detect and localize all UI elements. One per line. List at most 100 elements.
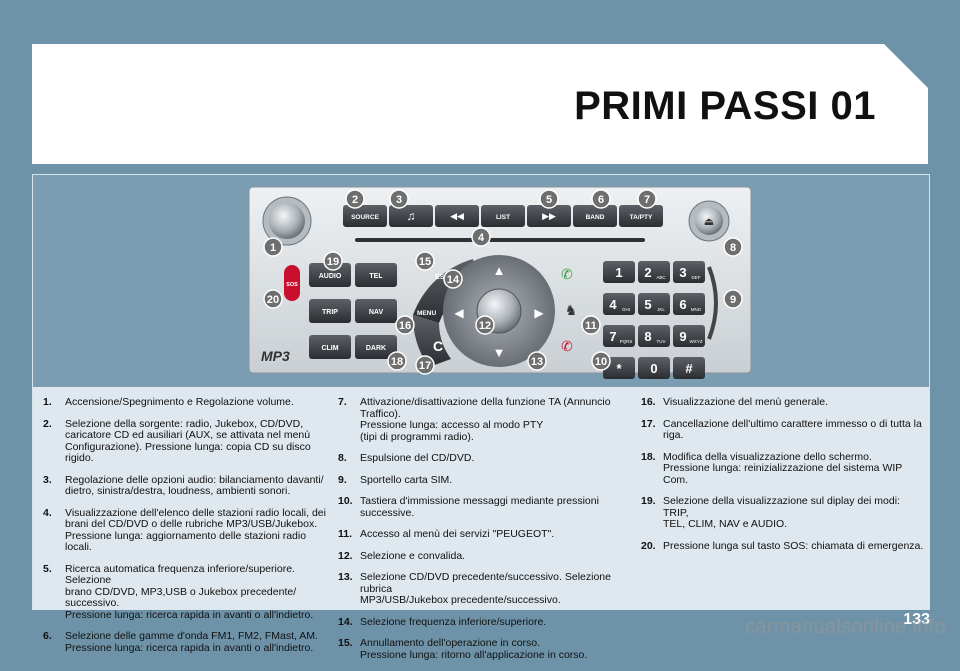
legend-item: 13.Selezione CD/DVD precedente/successiv…: [338, 571, 628, 607]
tel-label: TEL: [369, 273, 383, 280]
callout-number: 17: [419, 360, 431, 372]
keypad-key[interactable]: [638, 261, 670, 283]
callout-marker: [345, 189, 365, 209]
menu-label: MENU: [417, 310, 436, 317]
legend-item-text: Ricerca automatica frequenza inferiore/s…: [65, 562, 314, 621]
legend-item-number: 3.: [43, 473, 52, 486]
legend-item: 5.Ricerca automatica frequenza inferiore…: [43, 562, 328, 622]
callout-marker: [389, 189, 409, 209]
dark-mode-button: [355, 335, 397, 359]
legend-item: 1. Accensione/Spegnimento e Regolazione v…: [43, 396, 328, 409]
cd-slot: [355, 238, 645, 242]
callout-marker: [443, 269, 463, 289]
call-hangup-icon: ✆: [561, 338, 573, 354]
legend-item: 7.Attivazione/disattivazione della funzi…: [338, 396, 628, 443]
legend-item-text: Selezione delle gamme d'onda FM1, FM2, F…: [65, 630, 318, 654]
band-button: [573, 205, 617, 227]
down-arrow-icon: ▼: [493, 345, 506, 360]
dark-label: DARK: [366, 345, 386, 352]
legend-item: 8.Espulsione del CD/DVD.: [338, 452, 628, 465]
legend-item-text: Pressione lunga sul tasto SOS: chiamata …: [663, 539, 924, 552]
keypad-key[interactable]: [673, 261, 705, 283]
legend-item-number: 13.: [338, 571, 353, 583]
legend-item-number: 17.: [641, 417, 656, 430]
nav-label: NAV: [369, 309, 384, 316]
callout-marker: [591, 189, 611, 209]
legend-item-number: 10.: [338, 495, 353, 507]
legend-item: 15.Annullamento dell'operazione in corso…: [338, 637, 628, 661]
legend-item: 9.Sportello carta SIM.: [338, 474, 628, 487]
legend-item-text: Tastiera d'immissione messaggi mediante …: [360, 495, 599, 519]
keypad-digit: 0: [650, 361, 657, 376]
callout-marker: [591, 351, 611, 371]
legend-item: 17. Cancellazione dell'ultimo carattere i…: [641, 417, 926, 442]
legend-column-3: 16.Visualizzazione del menù generale. 17.…: [641, 396, 926, 562]
audio-settings-button: [389, 205, 433, 227]
keypad-digit: *: [616, 361, 622, 376]
legend-item-text: Espulsione del CD/DVD.: [360, 452, 475, 464]
keypad-key[interactable]: [603, 357, 635, 379]
callout-marker: [723, 289, 743, 309]
legend-item: 16.Visualizzazione del menù generale.: [641, 396, 926, 409]
legend-item-number: 19.: [641, 495, 656, 507]
peugeot-services-icon: ♞: [565, 302, 578, 318]
callout-number: 4: [478, 232, 485, 244]
keypad-digit: #: [685, 361, 693, 376]
header-panel: PRIMI PASSI 01: [32, 44, 928, 164]
keypad-letters: WXYZ: [690, 339, 703, 344]
keypad-key[interactable]: [603, 261, 635, 283]
sos-button: [284, 265, 300, 301]
seek-forward-button: [527, 205, 571, 227]
legend-item-number: 7.: [338, 396, 347, 408]
eject-button: [695, 207, 723, 235]
tel-mode-button: [355, 263, 397, 287]
mp3-logo: MP3: [261, 348, 290, 364]
legend-item: 19.Selezione della visualizzazione sul d…: [641, 495, 926, 531]
music-note-icon: ♫: [407, 209, 416, 223]
keypad-digit: 5: [644, 297, 651, 312]
sim-card-slot: [707, 266, 718, 340]
callout-marker: [527, 351, 547, 371]
legend-item-number: 11.: [338, 528, 353, 540]
callout-number: 1: [270, 242, 276, 254]
legend-item-text: Selezione frequenza inferiore/superiore.: [360, 615, 547, 628]
keypad-key[interactable]: [603, 325, 635, 347]
callout-number: 9: [730, 294, 736, 306]
keypad-key[interactable]: [638, 357, 670, 379]
callout-number: 12: [479, 320, 491, 332]
keypad-key[interactable]: [673, 293, 705, 315]
volume-knob: [269, 203, 305, 239]
callout-number: 7: [644, 194, 650, 206]
callout-marker: [539, 189, 559, 209]
callout-marker: [581, 315, 601, 335]
ta-pty-label: TA/PTY: [630, 214, 653, 221]
keypad-key[interactable]: [673, 325, 705, 347]
keypad-key[interactable]: [603, 293, 635, 315]
device-illustration-area: SOURCE ♫ ◀◀ LIST ▶▶ BAND TA/PTY ⏏ SOS: [33, 175, 929, 387]
keypad-letters: MNO: [691, 307, 702, 312]
keypad-key[interactable]: [673, 357, 705, 379]
sos-label: SOS: [286, 282, 298, 288]
keypad-key[interactable]: [638, 293, 670, 315]
page-number: 133: [903, 611, 930, 628]
keypad-digit: 1: [615, 265, 622, 280]
legend-item-number: 1.: [43, 396, 52, 408]
keypad-key[interactable]: [638, 325, 670, 347]
audio-mode-button: [309, 263, 351, 287]
legend-item-text: Cancellazione dell'ultimo carattere imme…: [663, 417, 922, 441]
legend-item-text: Accensione/Spegnimento e Regolazione vol…: [65, 396, 294, 408]
legend-item: 11. Accesso al menù dei servizi "PEUGEOT"…: [338, 528, 628, 541]
legend-item: 18.Modifica della visualizzazione dello …: [641, 451, 926, 487]
legend-item-text: Accesso al menù dei servizi "PEUGEOT".: [360, 528, 555, 540]
eject-icon: ⏏: [704, 216, 714, 228]
legend-item-text: Annullamento dell'operazione in corso. P…: [360, 637, 588, 661]
main-panel: SOURCE ♫ ◀◀ LIST ▶▶ BAND TA/PTY ⏏ SOS: [32, 174, 930, 660]
nav-mode-button: [355, 299, 397, 323]
callout-number: 19: [327, 256, 339, 268]
legend-column-1: 1. Accensione/Spegnimento e Regolazione v…: [43, 396, 328, 664]
watermark: carmanualsonline.info: [745, 616, 946, 638]
legend-item: 20.Pressione lunga sul tasto SOS: chiama…: [641, 539, 926, 553]
keypad-digit: 8: [644, 329, 651, 344]
keypad-digit: 6: [679, 297, 686, 312]
callout-marker: [471, 227, 491, 247]
